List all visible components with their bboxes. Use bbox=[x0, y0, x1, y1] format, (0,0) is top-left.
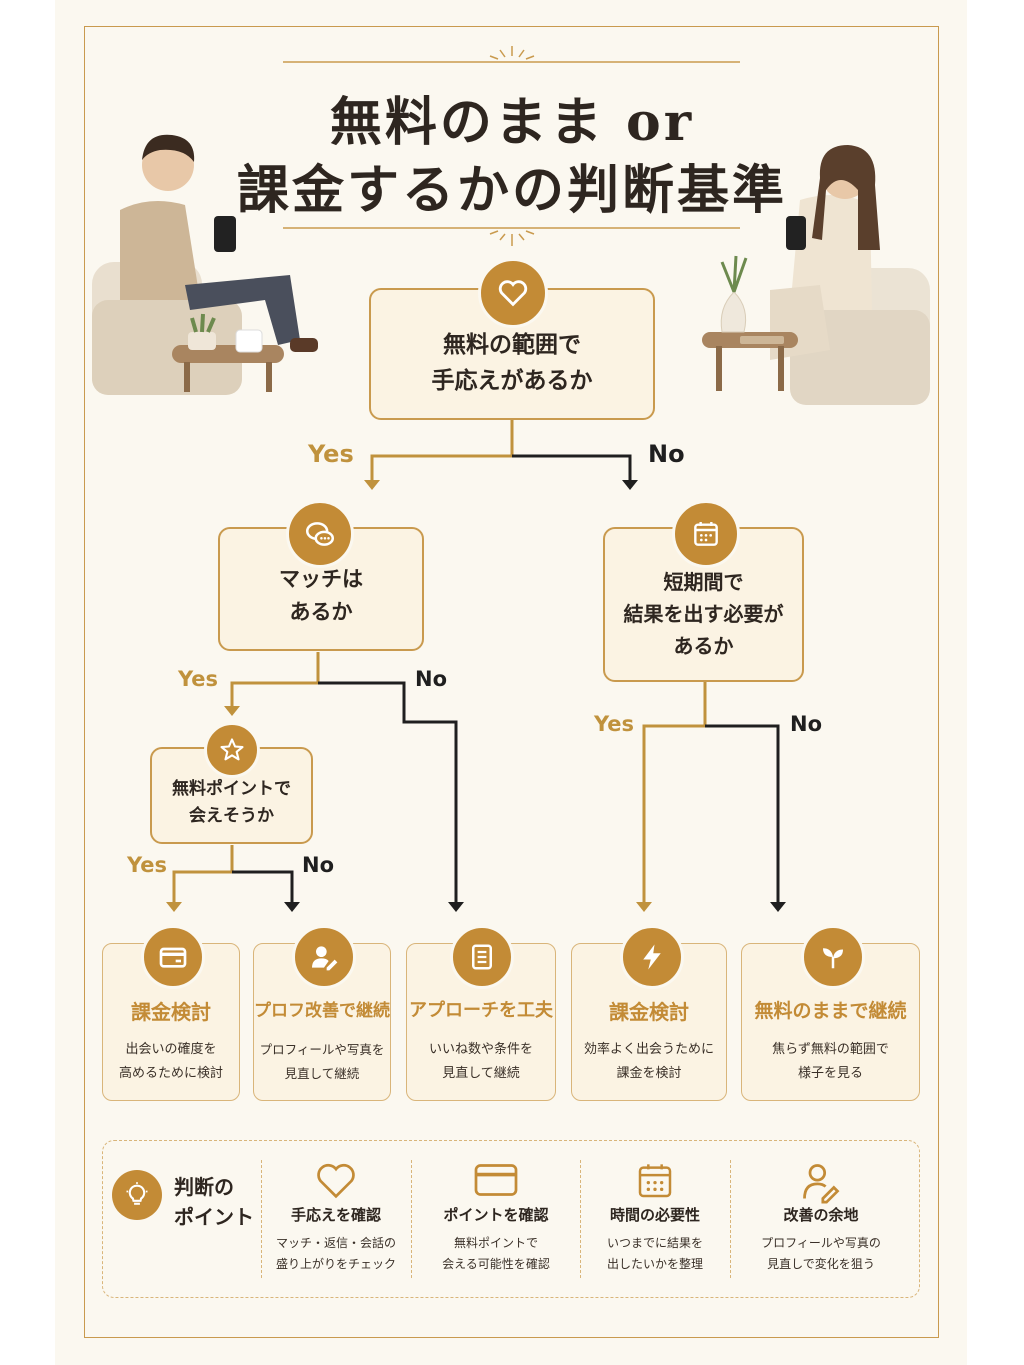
result-title: アプローチを工夫 bbox=[409, 1000, 553, 1021]
result-card-2: プロフ改善で継続 プロフィールや写真を 見直して継続 bbox=[253, 943, 391, 1101]
result-desc: 焦らず無料の範囲で 様子を見る bbox=[772, 1042, 889, 1081]
result-desc: いいね数や条件を 見直して継続 bbox=[428, 1042, 533, 1081]
chat-bubbles-icon bbox=[286, 500, 354, 568]
edge-points-yes bbox=[172, 845, 234, 902]
credit-card-icon bbox=[141, 925, 205, 989]
sprout-icon bbox=[801, 925, 865, 989]
key-points-title: 判断の ポイント bbox=[174, 1175, 254, 1229]
edge-root-yes bbox=[370, 420, 514, 480]
key-point-1: 手応えを確認 マッチ・返信・会話の 盛り上がりをチェック bbox=[261, 1160, 411, 1275]
label-root-no: No bbox=[648, 440, 685, 468]
label-points-yes: Yes bbox=[127, 853, 168, 877]
key-point-desc: 無料ポイントで 会える可能性を確認 bbox=[442, 1236, 550, 1271]
heart-icon bbox=[478, 258, 548, 328]
label-root-yes: Yes bbox=[308, 440, 354, 468]
result-desc: 出会いの確度を 高めるために検討 bbox=[118, 1042, 223, 1081]
key-point-3: 時間の必要性 いつまでに結果を 出したいかを整理 bbox=[580, 1160, 730, 1275]
connectors bbox=[172, 420, 780, 902]
calendar-icon bbox=[638, 1164, 672, 1198]
arrowheads bbox=[166, 480, 786, 912]
result-title: 課金検討 bbox=[609, 1000, 689, 1024]
page-title-line2: 課金するかの判断基準 bbox=[236, 160, 787, 221]
man-illustration bbox=[92, 134, 318, 395]
key-point-title: ポイントを確認 bbox=[443, 1206, 549, 1224]
edge-match-yes bbox=[230, 652, 320, 706]
label-short-no: No bbox=[790, 712, 823, 736]
lightning-icon bbox=[620, 925, 684, 989]
lightbulb-icon bbox=[112, 1170, 162, 1220]
label-points-no: No bbox=[302, 853, 335, 877]
arrowhead-points-no bbox=[284, 902, 300, 912]
top-ornament bbox=[283, 46, 740, 63]
arrowhead-root-no bbox=[622, 480, 638, 490]
arrowhead-short-yes bbox=[636, 902, 652, 912]
edge-points-no bbox=[232, 870, 294, 902]
key-point-title: 改善の余地 bbox=[783, 1206, 859, 1224]
label-match-no: No bbox=[415, 667, 448, 691]
result-title: 無料のままで継続 bbox=[754, 1000, 907, 1022]
profile-edit-icon bbox=[292, 925, 356, 989]
label-short-yes: Yes bbox=[594, 712, 635, 736]
divider bbox=[730, 1160, 731, 1278]
arrowhead-points-yes bbox=[166, 902, 182, 912]
key-point-title: 時間の必要性 bbox=[609, 1206, 700, 1224]
result-title: プロフ改善で継続 bbox=[254, 1001, 390, 1021]
star-icon bbox=[204, 722, 260, 778]
key-point-desc: いつまでに結果を 出したいかを整理 bbox=[606, 1236, 703, 1271]
key-point-4: 改善の余地 プロフィールや写真の 見直しで変化を狙う bbox=[746, 1160, 896, 1275]
credit-card-icon bbox=[474, 1164, 518, 1196]
divider bbox=[580, 1160, 581, 1278]
arrowhead-match-yes bbox=[224, 706, 240, 716]
key-point-desc: プロフィールや写真の 見直しで変化を狙う bbox=[761, 1236, 881, 1271]
result-title: 課金検討 bbox=[131, 1000, 211, 1024]
key-point-2: ポイントを確認 無料ポイントで 会える可能性を確認 bbox=[421, 1160, 571, 1275]
profile-edit-icon bbox=[803, 1164, 840, 1204]
arrowhead-match-no bbox=[448, 902, 464, 912]
node-root: 無料の範囲で 手応えがあるか bbox=[369, 288, 655, 420]
result-desc: 効率よく出会うために 課金を検討 bbox=[583, 1042, 714, 1081]
arrowhead-root-yes bbox=[364, 480, 380, 490]
result-card-5: 無料のままで継続 焦らず無料の範囲で 様子を見る bbox=[741, 943, 920, 1101]
arrowhead-short-no bbox=[770, 902, 786, 912]
key-points-panel bbox=[102, 1140, 920, 1298]
result-card-4: 課金検討 効率よく出会うために 課金を検討 bbox=[571, 943, 727, 1101]
key-point-title: 手応えを確認 bbox=[290, 1206, 381, 1224]
edge-root-no bbox=[512, 454, 632, 480]
divider bbox=[411, 1160, 412, 1278]
divider bbox=[261, 1160, 262, 1278]
outer-frame bbox=[84, 26, 939, 1338]
key-point-desc: マッチ・返信・会話の 盛り上がりをチェック bbox=[275, 1236, 396, 1271]
heart-icon bbox=[317, 1163, 355, 1199]
edge-match-no bbox=[318, 681, 458, 902]
calendar-icon bbox=[672, 500, 740, 568]
label-match-yes: Yes bbox=[178, 667, 219, 691]
bottom-ornament bbox=[283, 227, 740, 246]
result-card-1: 課金検討 出会いの確度を 高めるために検討 bbox=[102, 943, 240, 1101]
result-desc: プロフィールや写真を 見直して継続 bbox=[259, 1042, 385, 1081]
edge-short-yes bbox=[642, 682, 707, 902]
woman-illustration bbox=[702, 145, 930, 405]
document-icon bbox=[450, 925, 514, 989]
page-title-line1: 無料のまま or bbox=[329, 92, 695, 153]
edge-short-no bbox=[705, 724, 780, 902]
